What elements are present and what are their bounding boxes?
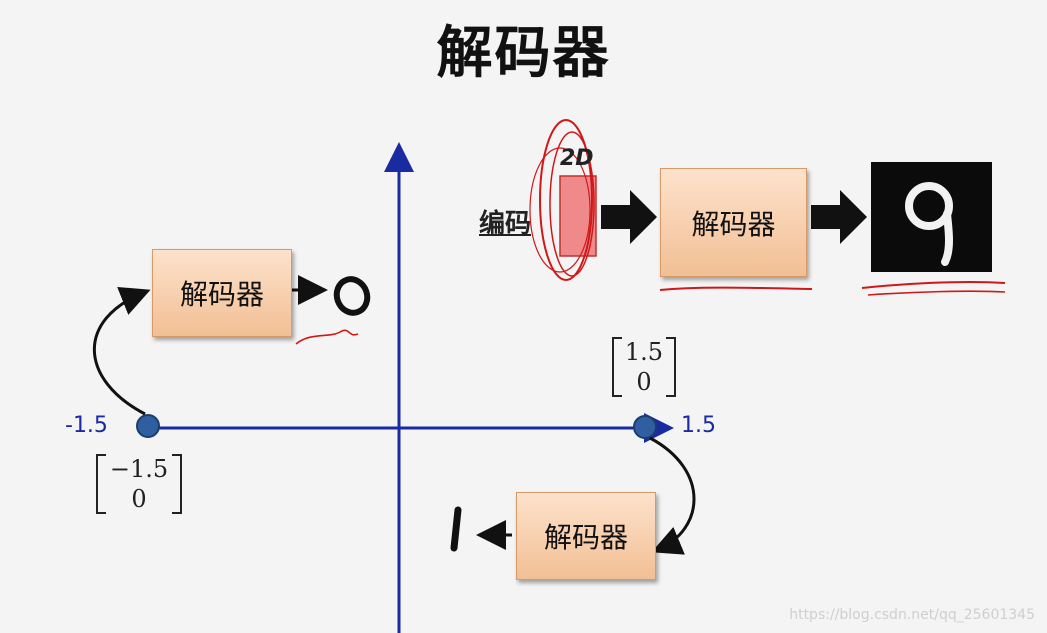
block-arrow-decoder: [811, 190, 867, 244]
decoder-box: 解码器: [516, 492, 656, 580]
latent-point-left: [136, 414, 160, 438]
digit-1-glyph: [450, 506, 462, 552]
block-arrow-encoder: [601, 190, 657, 244]
vector-left-top: −1.5: [109, 455, 169, 483]
vector-right-top: 1.5: [624, 338, 664, 366]
x-axis-min-label: -1.5: [65, 413, 108, 438]
watermark: https://blog.csdn.net/qq_25601345: [789, 607, 1035, 623]
annotation-scribble: [295, 329, 359, 345]
decoder-box: 解码器: [152, 249, 292, 337]
annotation-underline: [861, 280, 1006, 289]
annotation-underline: [867, 290, 1006, 296]
arrow-left-to-decoder: [92, 287, 151, 416]
vector-right-bottom: 0: [636, 368, 652, 396]
vector-right: 1.5 0: [612, 337, 676, 397]
vector-left: −1.5 0: [96, 454, 182, 514]
annotation-loop: [539, 119, 593, 281]
page-title: 解码器: [436, 21, 611, 86]
x-axis-max-label: 1.5: [681, 413, 716, 438]
latent-point-right: [633, 415, 657, 439]
annotation-underline: [659, 286, 813, 291]
annotation-loop: [529, 147, 591, 273]
digit-9-image: [871, 162, 992, 272]
encoder-label: 编码: [479, 209, 532, 239]
decoder-box: 解码器: [660, 168, 807, 277]
annotation-loop: [549, 131, 595, 277]
vector-left-bottom: 0: [131, 485, 147, 513]
latent-label: 2D: [560, 146, 594, 171]
arrow-right-to-decoder: [649, 436, 696, 555]
digit-0-glyph: [333, 276, 371, 316]
